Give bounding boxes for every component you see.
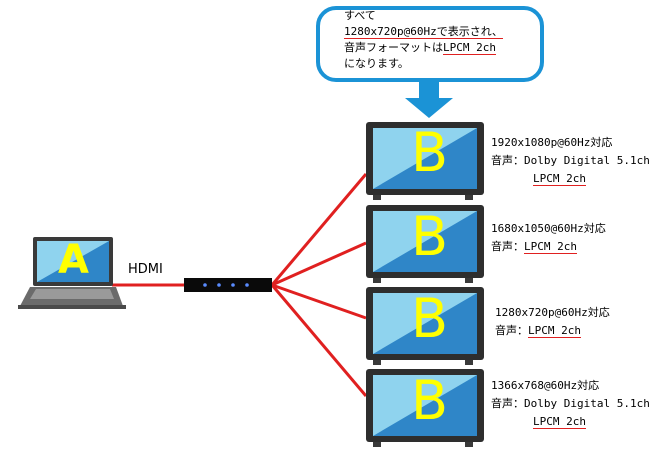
- callout-line-4: になります。: [344, 57, 409, 70]
- display-4-audio: 音声：Dolby Digital 5.1ch: [491, 395, 650, 413]
- hdmi-label: HDMI: [128, 262, 163, 277]
- display-monitor-2: [366, 205, 484, 283]
- display-3-specs: 1280x720p@60Hz対応 音声：LPCM 2ch: [495, 304, 610, 340]
- callout-text: すべて 1280x720p@60Hzで表示され、 音声フォーマットはLPCM 2…: [344, 8, 503, 72]
- display-4-resolution: 1366x768@60Hz対応: [491, 379, 600, 392]
- display-3-audio: 音声：LPCM 2ch: [495, 322, 610, 340]
- display-1-audio: 音声：Dolby Digital 5.1ch: [491, 152, 650, 170]
- display-2-audio-1: LPCM 2ch: [524, 240, 577, 254]
- down-arrow-icon: [405, 80, 453, 118]
- callout-line-3: 音声フォーマットはLPCM 2ch: [344, 40, 503, 56]
- display-1-audio-2: LPCM 2ch: [533, 172, 586, 186]
- display-4-audio-line-2: LPCM 2ch: [491, 413, 650, 431]
- callout-line-3-format: LPCM 2ch: [443, 41, 496, 55]
- display-monitor-3: [366, 287, 484, 365]
- hdmi-splitter: [184, 278, 272, 292]
- display-1-audio-prefix: 音声：: [491, 154, 524, 167]
- display-2-audio: 音声：LPCM 2ch: [491, 238, 606, 256]
- display-3-label: B: [411, 287, 449, 350]
- display-4-audio-1: Dolby Digital 5.1ch: [524, 397, 650, 410]
- display-4-audio-2: LPCM 2ch: [533, 415, 586, 429]
- callout-line-2-text: 1280x720p@60Hzで表示され、: [344, 25, 503, 39]
- display-monitor-1: [366, 122, 484, 200]
- display-3-resolution: 1280x720p@60Hz対応: [495, 306, 610, 319]
- source-label: A: [58, 237, 89, 283]
- splitter-connections: [270, 173, 368, 397]
- display-4-audio-prefix: 音声：: [491, 397, 524, 410]
- display-1-resolution: 1920x1080p@60Hz対応: [491, 136, 613, 149]
- display-1-label: B: [411, 121, 449, 184]
- callout-line-3-prefix: 音声フォーマットは: [344, 41, 443, 54]
- display-4-specs: 1366x768@60Hz対応 音声：Dolby Digital 5.1ch L…: [491, 377, 650, 431]
- callout-line-2: 1280x720p@60Hzで表示され、: [344, 24, 503, 40]
- display-2-audio-prefix: 音声：: [491, 240, 524, 253]
- display-2-label: B: [411, 205, 449, 268]
- callout-line-1: すべて: [344, 9, 376, 22]
- display-2-specs: 1680x1050@60Hz対応 音声：LPCM 2ch: [491, 220, 606, 256]
- laptop-icon: [18, 237, 126, 309]
- display-monitor-4: [366, 369, 484, 447]
- display-1-audio-line-2: LPCM 2ch: [491, 170, 650, 188]
- display-4-label: B: [411, 369, 449, 432]
- display-3-audio-1: LPCM 2ch: [528, 324, 581, 338]
- display-1-audio-1: Dolby Digital 5.1ch: [524, 154, 650, 167]
- display-1-specs: 1920x1080p@60Hz対応 音声：Dolby Digital 5.1ch…: [491, 134, 650, 188]
- display-3-audio-prefix: 音声：: [495, 324, 528, 337]
- callout-bubble: [316, 6, 544, 82]
- display-2-resolution: 1680x1050@60Hz対応: [491, 222, 606, 235]
